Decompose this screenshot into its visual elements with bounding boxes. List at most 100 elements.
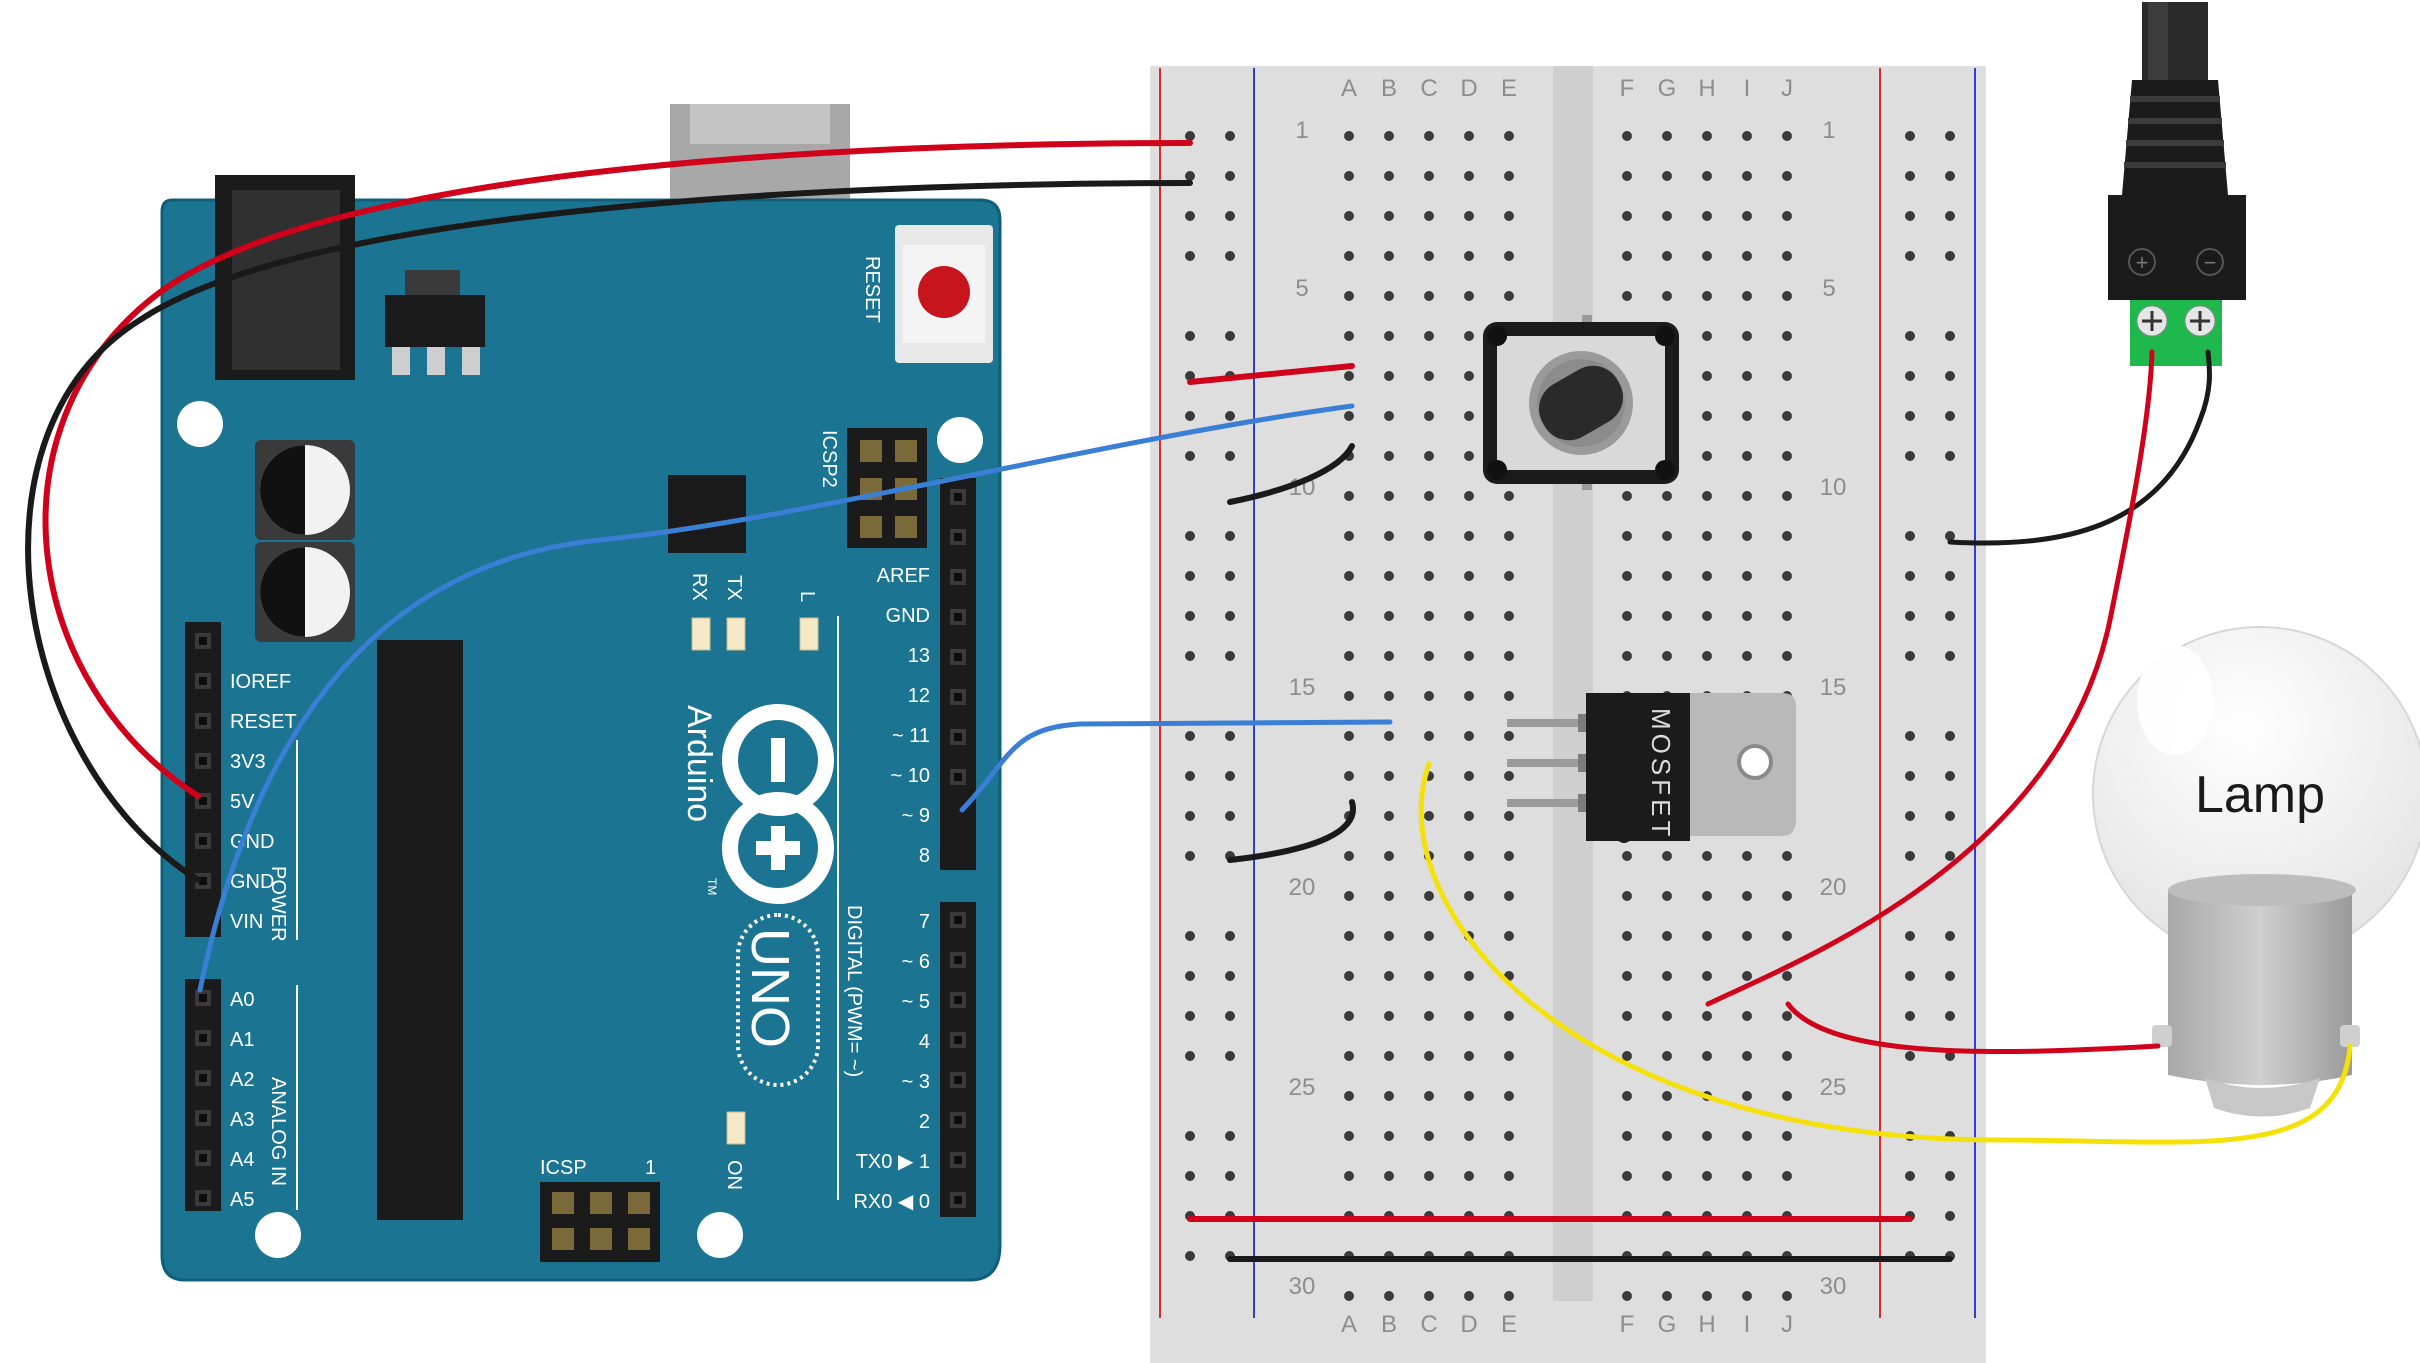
breadboard-hole: [1384, 1171, 1394, 1181]
breadboard-hole: [1344, 691, 1354, 701]
icsp2-pin: [895, 516, 917, 538]
header-socket-hole: [954, 693, 962, 701]
lamp-base: [2168, 885, 2352, 1085]
breadboard-hole: [1702, 571, 1712, 581]
header-socket-hole: [954, 573, 962, 581]
breadboard-hole: [1662, 1131, 1672, 1141]
breadboard-hole: [1424, 931, 1434, 941]
digital-pin-label: ~ 6: [902, 951, 930, 973]
row-label-30-right: 30: [1820, 1273, 1847, 1300]
col-label-i-top: I: [1744, 75, 1751, 102]
breadboard-hole: [1344, 931, 1354, 941]
breadboard-hole: [1742, 1051, 1752, 1061]
row-label-5-right: 5: [1822, 275, 1835, 302]
breadboard-hole: [1464, 571, 1474, 581]
breadboard-hole: [1782, 531, 1792, 541]
breadboard-hole: [1344, 371, 1354, 381]
breadboard-hole: [1504, 531, 1514, 541]
wires: [25, 140, 2353, 1262]
breadboard-hole: [1504, 811, 1514, 821]
wire-jack-positive: [1705, 349, 2155, 1007]
header-socket-hole: [199, 1154, 207, 1162]
breadboard-hole: [1344, 411, 1354, 421]
breadboard-hole: [1464, 1131, 1474, 1141]
jack-grip-ridge-1: [2130, 96, 2220, 102]
breadboard-hole: [1344, 1051, 1354, 1061]
rail-hole: [1185, 851, 1195, 861]
header-socket-hole: [954, 956, 962, 964]
rail-hole: [1185, 331, 1195, 341]
rail-hole: [1945, 651, 1955, 661]
breadboard-hole: [1702, 851, 1712, 861]
col-label-h-top: H: [1698, 75, 1715, 102]
mosfet-label: MOSFET: [1646, 708, 1676, 840]
breadboard-hole: [1782, 1051, 1792, 1061]
brand-text: Arduino: [680, 705, 718, 822]
power-header-sockets: [195, 633, 211, 889]
breadboard-hole: [1742, 851, 1752, 861]
rail-hole: [1905, 331, 1915, 341]
breadboard-hole: [1384, 451, 1394, 461]
rail-hole: [1185, 171, 1195, 181]
header-socket-hole: [954, 773, 962, 781]
rail-hole: [1945, 251, 1955, 261]
digital-header-bottom: [940, 902, 976, 1217]
rail-hole: [1905, 1171, 1915, 1181]
breadboard-hole: [1504, 731, 1514, 741]
breadboard-hole: [1662, 851, 1672, 861]
analog-pin-label: A5: [230, 1189, 254, 1211]
breadboard-hole: [1384, 411, 1394, 421]
header-socket-hole: [954, 653, 962, 661]
capacitor-2-band: [260, 547, 305, 637]
rail-hole: [1185, 1251, 1195, 1261]
digital-pin-label: 8: [919, 845, 930, 867]
icsp-pin: [590, 1192, 612, 1214]
rail-hole: [1185, 451, 1195, 461]
wire-pot-power: [1187, 363, 1355, 385]
rail-hole: [1945, 331, 1955, 341]
rail-hole: [1225, 611, 1235, 621]
breadboard-hole: [1742, 331, 1752, 341]
breadboard-hole: [1504, 131, 1514, 141]
breadboard-hole: [1504, 1171, 1514, 1181]
breadboard-hole: [1662, 571, 1672, 581]
breadboard-hole: [1344, 1091, 1354, 1101]
breadboard-hole: [1782, 891, 1792, 901]
breadboard-hole: [1464, 691, 1474, 701]
breadboard-hole: [1424, 651, 1434, 661]
row-label-1-left: 1: [1295, 117, 1308, 144]
wire-pin9-to-mosfet: [959, 719, 1393, 813]
breadboard-hole: [1504, 851, 1514, 861]
breadboard-hole: [1782, 1011, 1792, 1021]
breadboard-hole: [1742, 491, 1752, 501]
breadboard-hole: [1662, 251, 1672, 261]
breadboard-hole: [1662, 171, 1672, 181]
breadboard-hole: [1702, 371, 1712, 381]
breadboard-hole: [1782, 211, 1792, 221]
rail-hole: [1185, 371, 1195, 381]
col-label-d-bottom: D: [1460, 1311, 1477, 1338]
header-socket-hole: [954, 1076, 962, 1084]
breadboard-hole: [1424, 211, 1434, 221]
breadboard-hole: [1742, 531, 1752, 541]
breadboard-hole: [1464, 211, 1474, 221]
breadboard-hole: [1622, 931, 1632, 941]
pot-corner-2: [1655, 326, 1675, 346]
breadboard-hole: [1782, 451, 1792, 461]
breadboard-hole: [1464, 811, 1474, 821]
digital-pin-label: 4: [919, 1031, 930, 1053]
breadboard-hole: [1662, 131, 1672, 141]
wire-a0-to-potentiometer: [197, 403, 1355, 993]
power-pin-label: VIN: [230, 911, 263, 933]
breadboard-hole: [1424, 1091, 1434, 1101]
row-label-30-left: 30: [1289, 1273, 1316, 1300]
breadboard-hole: [1384, 611, 1394, 621]
header-socket-hole: [199, 637, 207, 645]
led-on: [726, 1111, 746, 1145]
breadboard-hole: [1782, 371, 1792, 381]
breadboard-hole: [1504, 491, 1514, 501]
jack-minus-ring: [2196, 248, 2224, 276]
pot-knob-shaft: [1539, 365, 1623, 441]
rail-hole: [1225, 411, 1235, 421]
breadboard-hole: [1384, 251, 1394, 261]
